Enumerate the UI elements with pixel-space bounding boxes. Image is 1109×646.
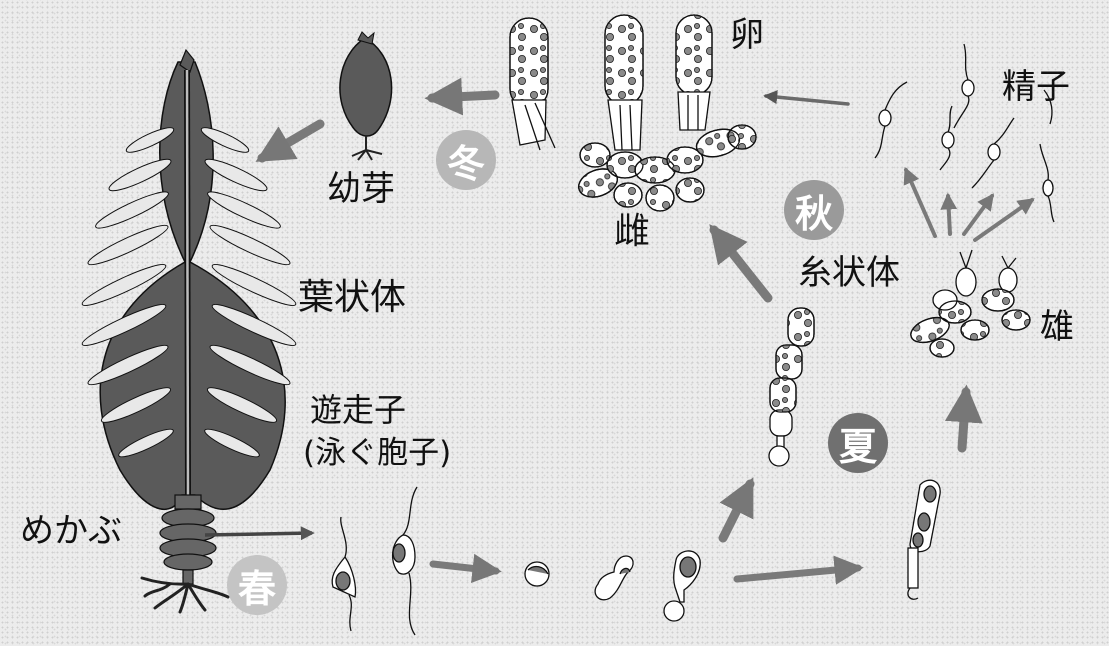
label-egg: 卵 <box>730 18 764 52</box>
season-summer-badge: 夏 <box>828 413 888 473</box>
label-zoospore-note: (泳ぐ胞子) <box>303 438 451 469</box>
season-winter-badge: 冬 <box>436 130 496 190</box>
mekabu-sporophyll <box>142 495 228 612</box>
female-gametophyte <box>510 15 756 211</box>
label-sperm: 精子 <box>1002 70 1070 104</box>
filament-gametophyte <box>769 308 814 466</box>
zoospores <box>332 487 417 635</box>
spore-release-arrow <box>205 533 312 535</box>
season-autumn-badge: 秋 <box>784 180 844 240</box>
sporophyte-blade <box>79 50 298 509</box>
label-zoospore: 遊走子 <box>310 394 406 426</box>
male-gametophyte <box>907 250 1030 357</box>
young-sprout <box>340 32 392 160</box>
season-spring-badge: 春 <box>227 555 287 615</box>
label-male: 雄 <box>1040 310 1074 344</box>
label-young-sprout: 幼芽 <box>327 172 395 206</box>
young-filament <box>908 480 940 599</box>
label-sporophyte: 葉状体 <box>298 280 406 316</box>
germinating-spores <box>525 551 700 621</box>
label-gametophyte: 糸状体 <box>798 256 900 290</box>
label-female: 雌 <box>614 214 650 250</box>
label-mekabu: めかぶ <box>20 514 122 548</box>
